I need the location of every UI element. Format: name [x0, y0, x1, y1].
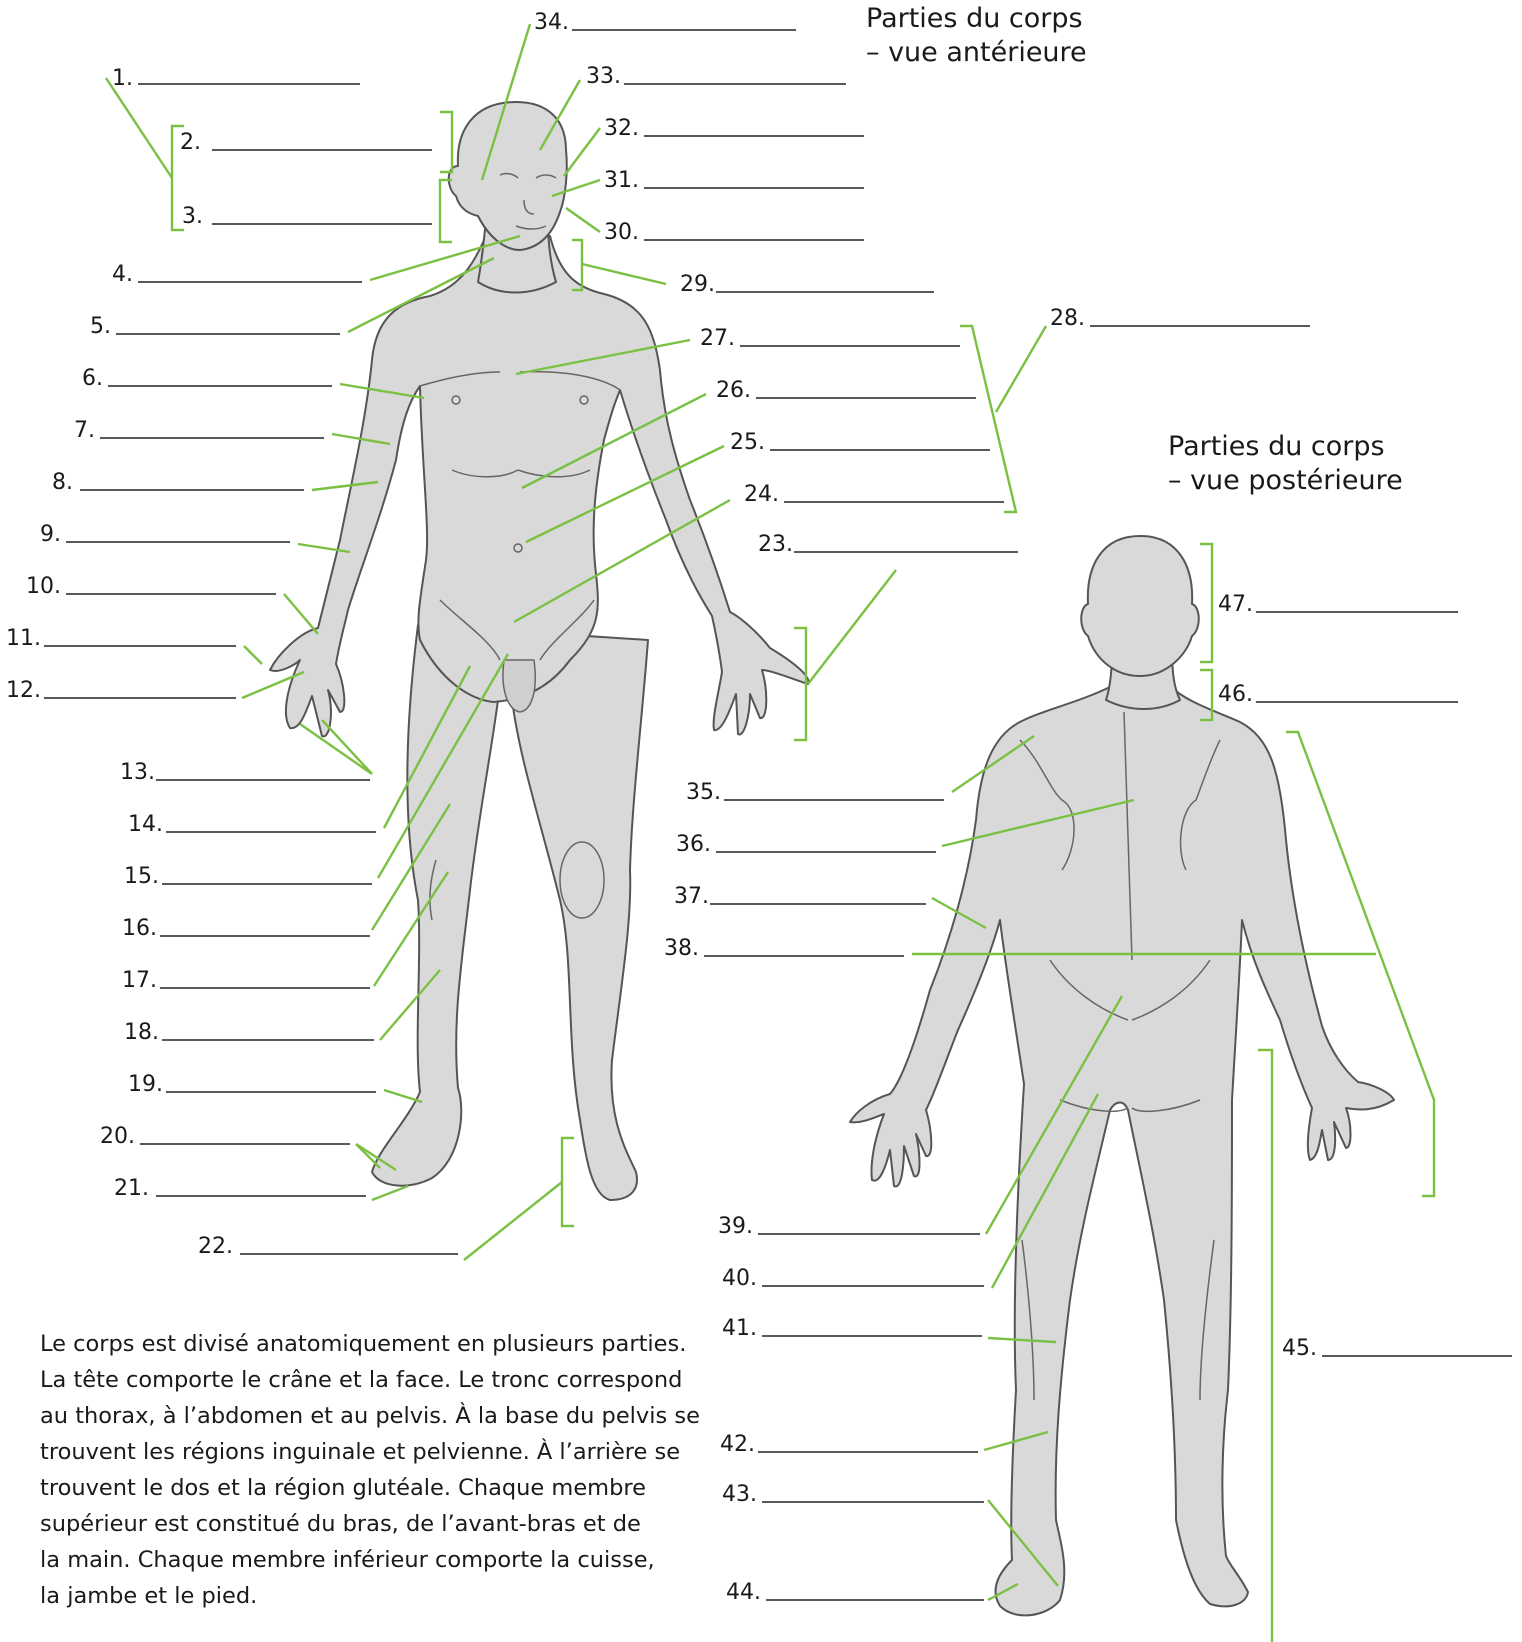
- label-number-45: 45.: [1282, 1336, 1317, 1362]
- title-posterior-line-1: Parties du corps: [1168, 430, 1403, 464]
- title-anterior-line-1: Parties du corps: [866, 2, 1087, 36]
- leader-13a: [300, 724, 372, 774]
- label-number-28: 28.: [1050, 306, 1085, 332]
- label-number-13: 13.: [120, 760, 155, 786]
- label-number-37: 37.: [674, 884, 709, 910]
- label-number-8: 8.: [52, 470, 73, 496]
- label-number-21: 21.: [114, 1176, 149, 1202]
- label-number-47: 47.: [1218, 592, 1253, 618]
- label-number-44: 44.: [726, 1580, 761, 1606]
- label-number-36: 36.: [676, 832, 711, 858]
- label-number-11: 11.: [6, 626, 41, 652]
- leader-29: [582, 264, 666, 284]
- bracket-28: [960, 326, 1016, 512]
- label-number-1: 1.: [112, 66, 133, 92]
- label-number-2: 2.: [180, 130, 201, 156]
- description-line: La tête comporte le crâne et la face. Le…: [40, 1362, 680, 1398]
- label-number-29: 29.: [680, 272, 715, 298]
- title-posterior-line-2: – vue postérieure: [1168, 464, 1403, 498]
- label-number-5: 5.: [90, 314, 111, 340]
- label-number-32: 32.: [604, 116, 639, 142]
- bracket-23: [794, 628, 806, 740]
- description-line: au thorax, à l’abdomen et au pelvis. À l…: [40, 1398, 680, 1434]
- label-number-12: 12.: [6, 678, 41, 704]
- description-line: trouvent les régions inguinale et pelvie…: [40, 1434, 680, 1470]
- leader-28: [996, 326, 1046, 412]
- leader-19: [384, 1090, 422, 1102]
- label-number-41: 41.: [722, 1316, 757, 1342]
- label-number-14: 14.: [128, 812, 163, 838]
- label-number-19: 19.: [128, 1072, 163, 1098]
- label-number-4: 4.: [112, 262, 133, 288]
- label-number-26: 26.: [716, 378, 751, 404]
- description-line: la jambe et le pied.: [40, 1578, 680, 1614]
- label-number-30: 30.: [604, 220, 639, 246]
- bracket-47: [1200, 544, 1212, 662]
- posterior-body-figure: [850, 536, 1394, 1615]
- label-number-46: 46.: [1218, 682, 1253, 708]
- label-number-15: 15.: [124, 864, 159, 890]
- label-number-34: 34.: [534, 10, 569, 36]
- label-number-22: 22.: [198, 1234, 233, 1260]
- label-number-6: 6.: [82, 366, 103, 392]
- label-number-39: 39.: [718, 1214, 753, 1240]
- label-number-23: 23.: [758, 532, 793, 558]
- bracket-45: [1258, 1050, 1272, 1642]
- leader-1: [106, 78, 172, 178]
- label-number-40: 40.: [722, 1266, 757, 1292]
- label-number-9: 9.: [40, 522, 61, 548]
- title-anterior: Parties du corps – vue antérieure: [866, 2, 1087, 70]
- leader-10: [284, 594, 318, 634]
- leader-32: [564, 128, 600, 176]
- label-number-10: 10.: [26, 574, 61, 600]
- label-number-42: 42.: [720, 1432, 755, 1458]
- leader-13b: [322, 720, 372, 774]
- description-paragraph: Le corps est divisé anatomiquement en pl…: [40, 1326, 680, 1614]
- description-line: supérieur est constitué du bras, de l’av…: [40, 1506, 680, 1542]
- description-line: Le corps est divisé anatomiquement en pl…: [40, 1326, 680, 1362]
- anterior-body-figure: [270, 102, 808, 1200]
- label-number-3: 3.: [182, 204, 203, 230]
- description-line: la main. Chaque membre inférieur comport…: [40, 1542, 680, 1578]
- label-number-25: 25.: [730, 430, 765, 456]
- label-number-17: 17.: [122, 968, 157, 994]
- leader-30: [566, 208, 600, 232]
- description-line: trouvent le dos et la région glutéale. C…: [40, 1470, 680, 1506]
- leader-23: [808, 570, 896, 684]
- label-number-38: 38.: [664, 936, 699, 962]
- leader-22: [464, 1182, 562, 1260]
- bracket-22: [562, 1138, 574, 1226]
- title-anterior-line-2: – vue antérieure: [866, 36, 1087, 70]
- title-posterior: Parties du corps – vue postérieure: [1168, 430, 1403, 498]
- label-number-33: 33.: [586, 64, 621, 90]
- label-number-16: 16.: [122, 916, 157, 942]
- label-number-18: 18.: [124, 1020, 159, 1046]
- label-number-27: 27.: [700, 326, 735, 352]
- leader-11: [244, 646, 262, 664]
- label-number-43: 43.: [722, 1482, 757, 1508]
- bracket-head-upper: [440, 112, 452, 172]
- label-number-31: 31.: [604, 168, 639, 194]
- label-number-7: 7.: [74, 418, 95, 444]
- label-number-24: 24.: [744, 482, 779, 508]
- leader-21: [372, 1186, 408, 1200]
- label-number-20: 20.: [100, 1124, 135, 1150]
- label-number-35: 35.: [686, 780, 721, 806]
